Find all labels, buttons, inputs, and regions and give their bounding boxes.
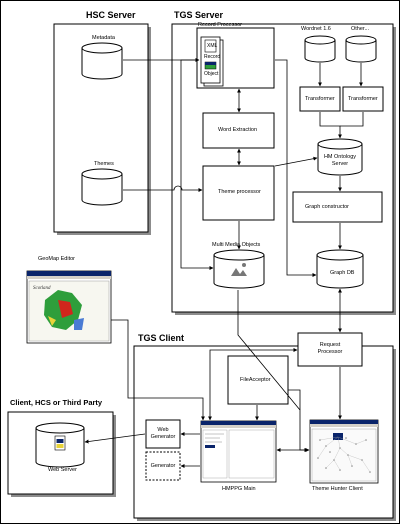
record-object-icon (200, 36, 224, 87)
geomap-editor-label: GeoMap Editor (38, 256, 75, 262)
theme-hunter-label: Theme Hunter Client (312, 486, 363, 492)
request-processor-label: Request Processor (317, 342, 343, 355)
word-extraction-label: Word Extraction (218, 127, 258, 133)
third-party-title: Client, HCS or Third Party (10, 398, 103, 407)
theme-hunter-screenshot (309, 419, 379, 484)
multimedia-label: Multi Media Objects (212, 242, 261, 248)
graph-constructor-box (292, 191, 383, 223)
hmppg-main-label: HMPPG Main (222, 486, 256, 492)
record-label: Record (204, 54, 221, 60)
theme-processor-box (202, 165, 275, 221)
hm-ontology-label: HM Ontology Server (323, 154, 357, 167)
transformer-2-box (342, 86, 384, 112)
web-generator-label: Web Generator (150, 427, 176, 440)
web-server-db (35, 422, 85, 468)
themes-db (81, 168, 123, 206)
hm-ontology-db (317, 138, 363, 176)
transformer-1-box (299, 86, 341, 112)
connectors (84, 58, 364, 468)
graph-db (316, 249, 364, 289)
graph-constructor-label: Graph constructor (305, 204, 350, 210)
other-db (345, 35, 377, 63)
generator-box (145, 451, 181, 481)
svg-text:Scotland: Scotland (33, 286, 51, 291)
hmppg-main-screenshot (200, 420, 277, 483)
web-generator-box (145, 419, 181, 449)
xml-label: XML (207, 43, 218, 49)
other-label: Other... (351, 26, 370, 32)
web-server-label: Web Server (48, 467, 77, 473)
graph-db-label: Graph DB (330, 270, 355, 276)
transformer-2-label: Transformer (348, 96, 378, 102)
metadata-label: Metadata (92, 35, 115, 41)
transformer-1-label: Transformer (305, 96, 335, 102)
multimedia-db (213, 249, 265, 289)
hsc-server-title: HSC Server (86, 10, 136, 20)
wordnet-db (304, 35, 336, 63)
themes-label: Themes (94, 161, 114, 167)
theme-processor-label: Theme processor (218, 189, 261, 195)
record-processor-label: Record Processor (198, 22, 243, 28)
file-acceptor-label: FileAcceptor (240, 377, 271, 383)
object-label: Object (204, 71, 219, 77)
tgs-client-title: TGS Client (138, 333, 185, 343)
tgs-server-title: TGS Server (174, 10, 224, 20)
geomap-editor-screenshot: Scotland (26, 270, 112, 344)
metadata-db (81, 42, 123, 80)
word-extraction-box (202, 112, 275, 149)
request-processor-box (297, 332, 363, 367)
wordnet-label: Wordnet 1.6 (301, 26, 331, 32)
generator-label: Generator (150, 463, 176, 469)
